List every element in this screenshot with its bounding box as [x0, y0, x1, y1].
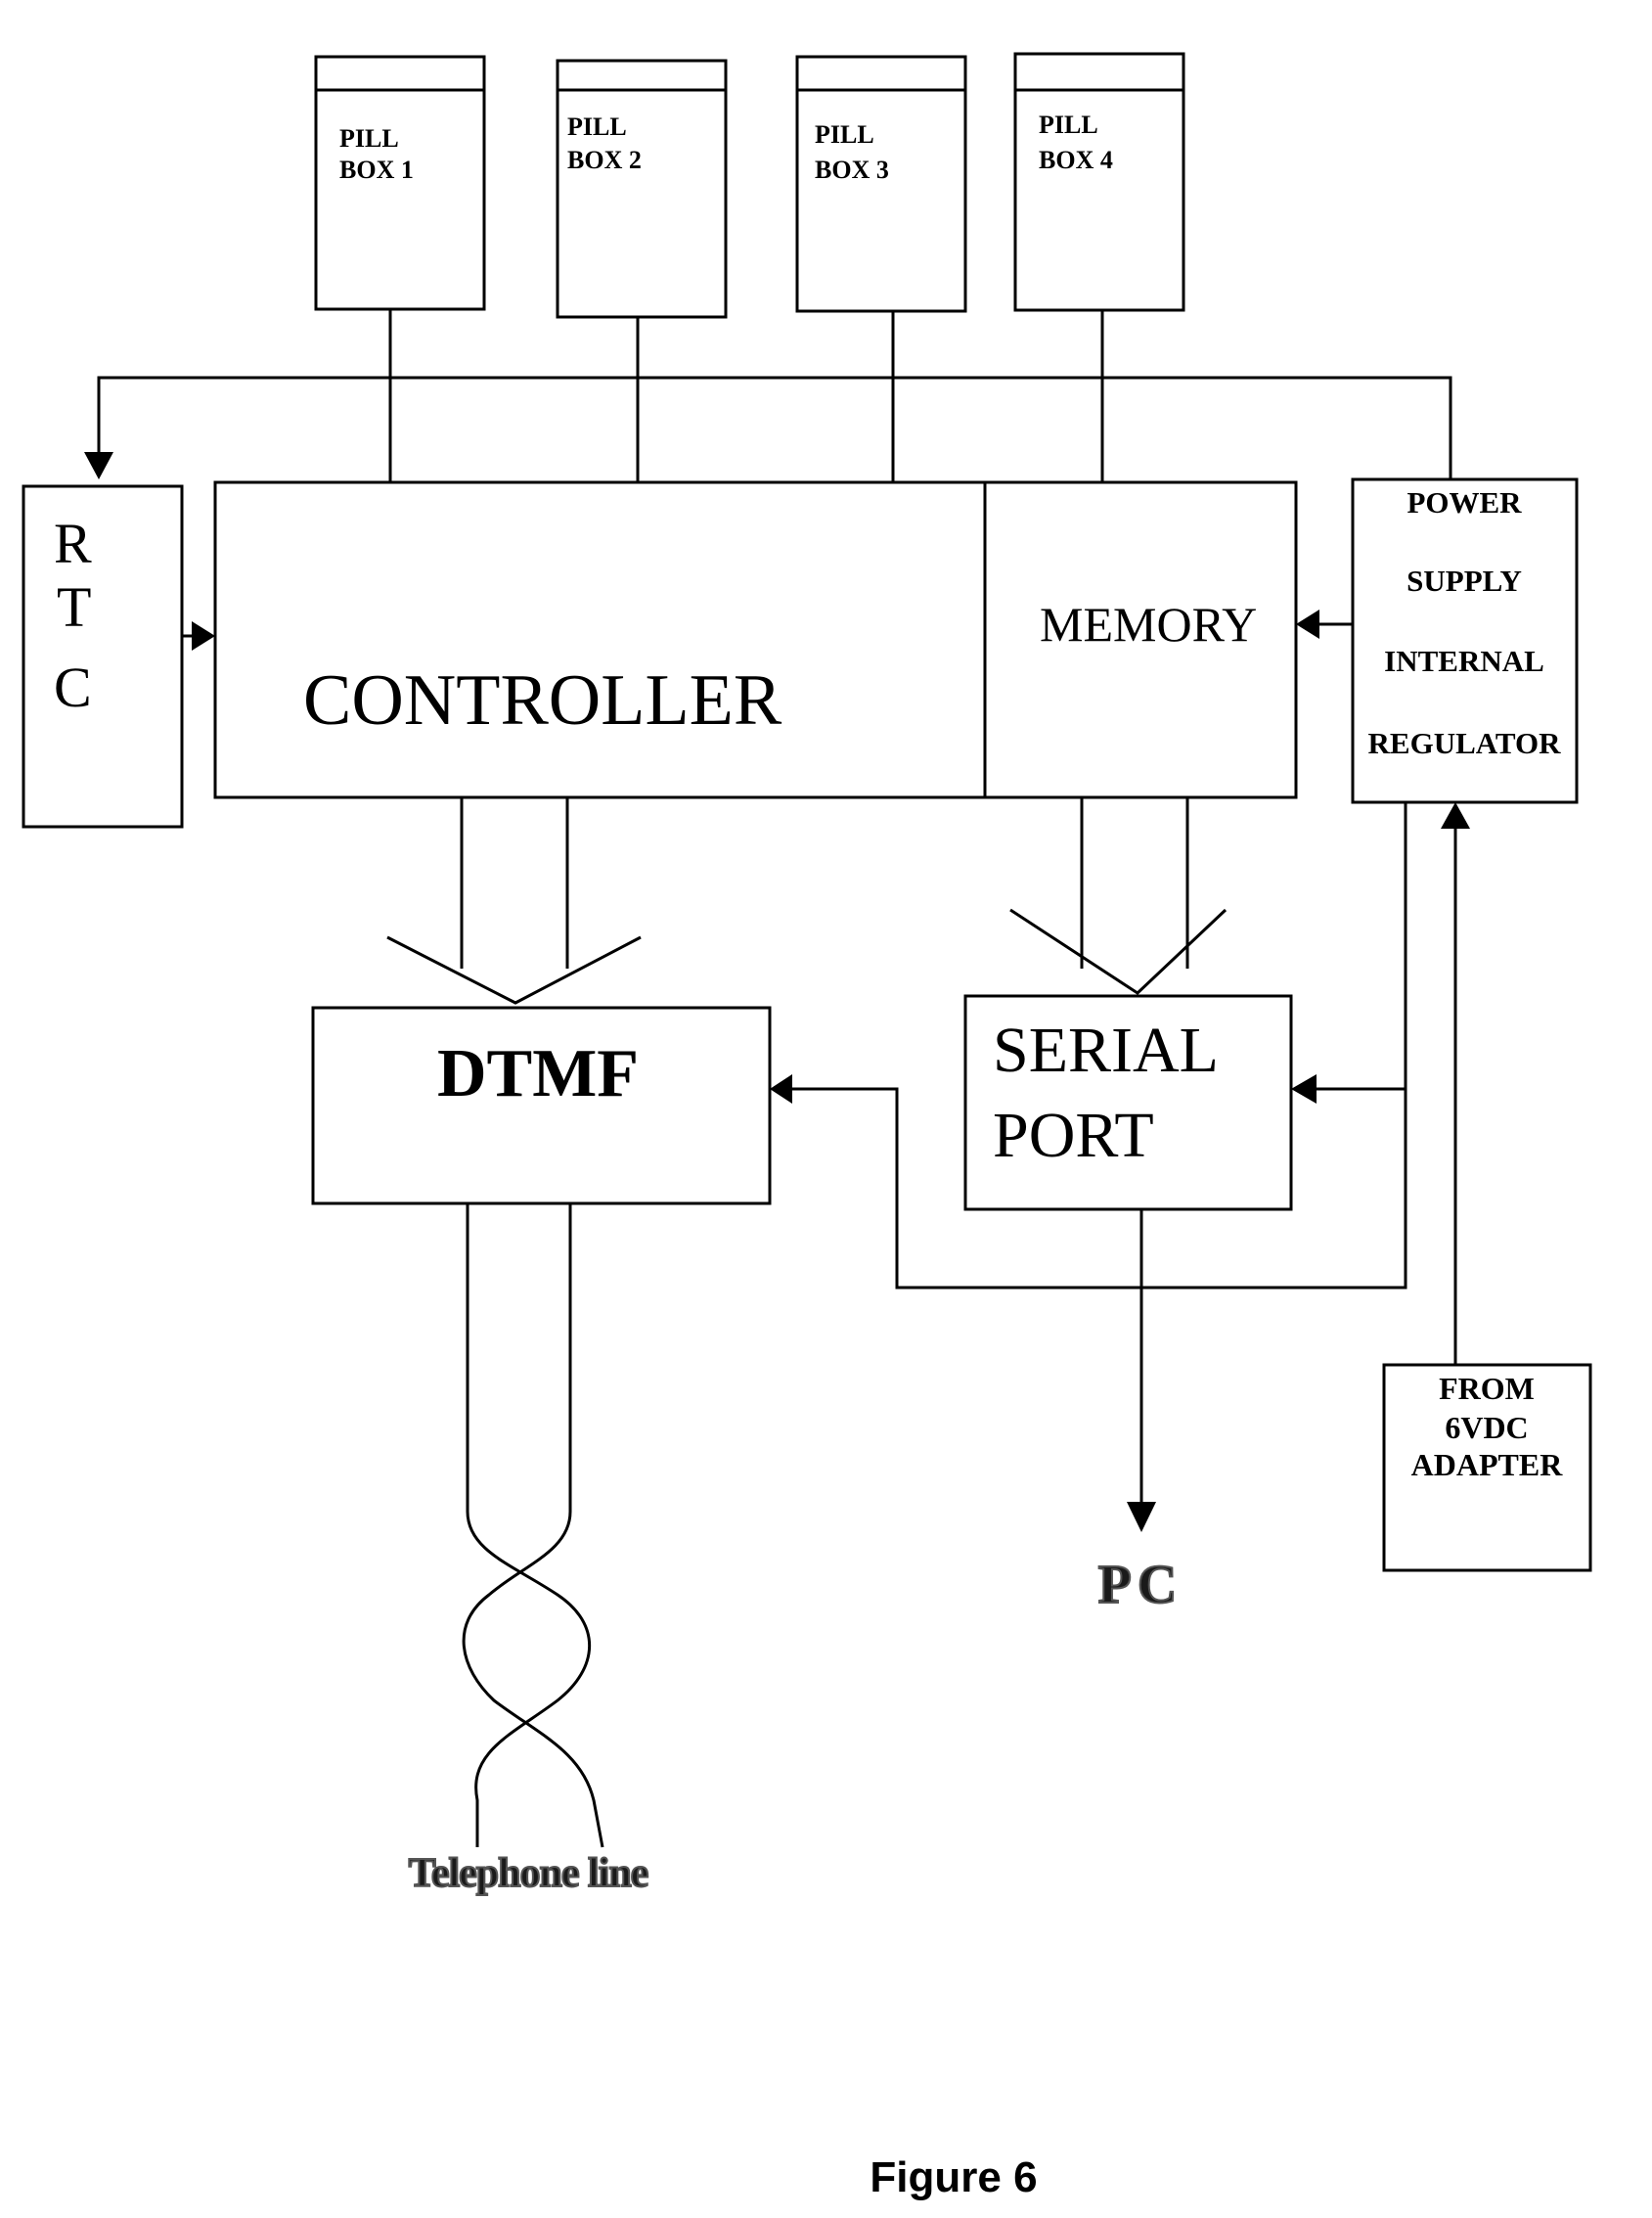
figure-caption: Figure 6 [870, 2153, 1037, 2201]
rtc-power-arrowhead [84, 452, 113, 479]
controller-dtmf-bus-arrow [387, 937, 641, 1003]
adapter-label-line2: 6VDC [1445, 1410, 1528, 1445]
pill-box-1-label-line2: BOX 1 [339, 156, 414, 184]
power-supply-label-line3: INTERNAL [1384, 644, 1544, 678]
rtc-label-c: C [54, 656, 92, 719]
serial-port-block: SERIAL PORT [965, 996, 1291, 1209]
serial-output-label: PC [1098, 1555, 1183, 1615]
pill-box-3-label-line1: PILL [815, 120, 874, 149]
rtc-label-r: R [54, 512, 92, 575]
rtc-block: R T C [23, 486, 182, 827]
pill-box-3: PILL BOX 3 [797, 57, 965, 311]
adapter-block: FROM 6VDC ADAPTER [1384, 1365, 1590, 1570]
adapter-label-line3: ADAPTER [1411, 1447, 1564, 1482]
rtc-label-t: T [57, 575, 91, 639]
pill-box-2-label-line2: BOX 2 [567, 146, 642, 174]
telephone-twisted-pair [464, 1203, 603, 1847]
power-to-serial-arrowhead [1291, 1074, 1317, 1104]
adapter-label-line1: FROM [1439, 1371, 1535, 1406]
pill-box-4-label-line1: PILL [1039, 111, 1098, 139]
rtc-to-controller-arrowhead [192, 621, 215, 651]
power-to-dtmf-arrowhead [770, 1074, 792, 1104]
controller-label: CONTROLLER [303, 660, 782, 741]
telephone-line-label: Telephone line [409, 1851, 648, 1896]
power-supply-label-line4: REGULATOR [1368, 726, 1562, 760]
pill-box-1-label-line1: PILL [339, 124, 399, 153]
pill-box-2: PILL BOX 2 [558, 61, 726, 317]
serial-output-arrowhead [1127, 1502, 1156, 1532]
dtmf-block: DTMF [313, 1008, 770, 1203]
power-supply-label-line2: SUPPLY [1406, 564, 1522, 598]
adapter-to-power-arrowhead [1441, 802, 1470, 829]
pill-box-2-label-line1: PILL [567, 113, 627, 141]
power-supply-label-line1: POWER [1406, 485, 1522, 520]
power-to-memory-arrowhead [1296, 610, 1319, 639]
pill-box-4-label-line2: BOX 4 [1039, 146, 1113, 174]
serial-port-label-line2: PORT [993, 1100, 1154, 1171]
memory-serial-bus-arrow [1010, 910, 1226, 993]
pill-box-3-label-line2: BOX 3 [815, 156, 889, 184]
power-bus-line [99, 378, 1451, 479]
pill-box-1: PILL BOX 1 [316, 57, 484, 309]
pill-box-4: PILL BOX 4 [1015, 54, 1183, 310]
dtmf-label: DTMF [437, 1036, 639, 1111]
serial-port-label-line1: SERIAL [993, 1015, 1219, 1086]
memory-label: MEMORY [1040, 597, 1257, 652]
power-supply-block: POWER SUPPLY INTERNAL REGULATOR [1353, 479, 1577, 802]
